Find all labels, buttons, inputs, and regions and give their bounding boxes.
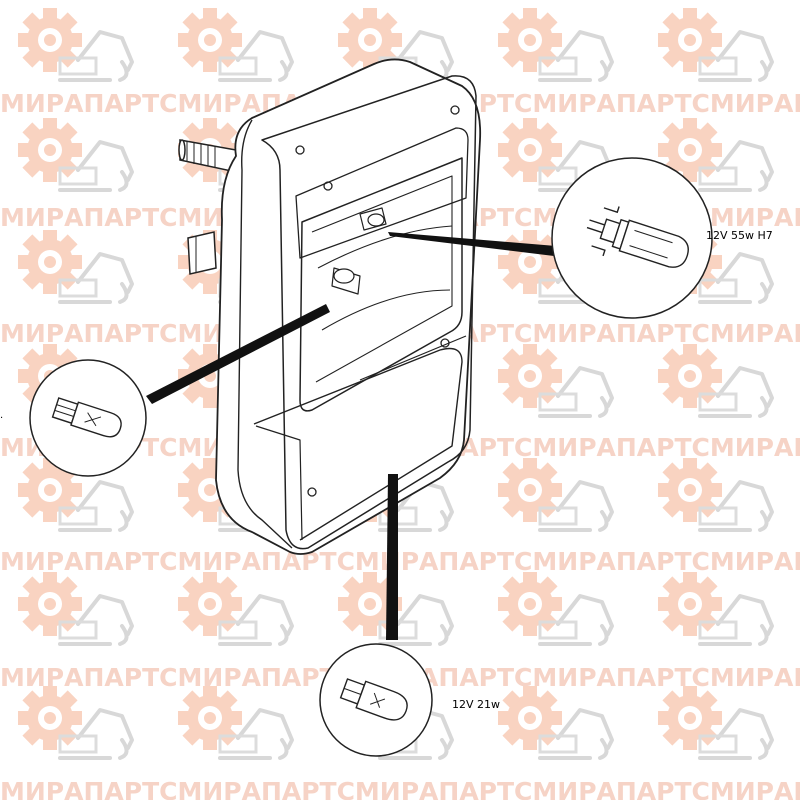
callout-stop	[319, 643, 433, 757]
watermark-text: МИРАПАРТСМИРАПАРТСМИРАПАРТСМИРАПАРТСМИРА…	[0, 547, 800, 576]
edge-mark: .	[0, 410, 3, 421]
leader-lines	[146, 232, 556, 640]
stop-bulb-label: 12V 21w	[452, 698, 501, 711]
leader-line-position	[146, 304, 330, 404]
leader-line-stop	[386, 474, 398, 640]
callout-h7	[551, 157, 713, 319]
mounting-stud	[178, 139, 237, 173]
bayonet-bulb-icon	[339, 678, 408, 721]
small-bayonet-bulb-icon	[51, 397, 122, 438]
side-bracket	[187, 231, 217, 275]
h7-halogen-bulb-icon	[586, 206, 689, 268]
lamp-housing	[215, 58, 482, 555]
h7-bulb-label: 12V 55w H7	[706, 229, 773, 242]
callout-position	[29, 359, 147, 477]
watermark-text: МИРАПАРТСМИРАПАРТСМИРАПАРТСМИРАПАРТСМИРА…	[0, 777, 800, 800]
leader-line-h7	[388, 232, 556, 256]
